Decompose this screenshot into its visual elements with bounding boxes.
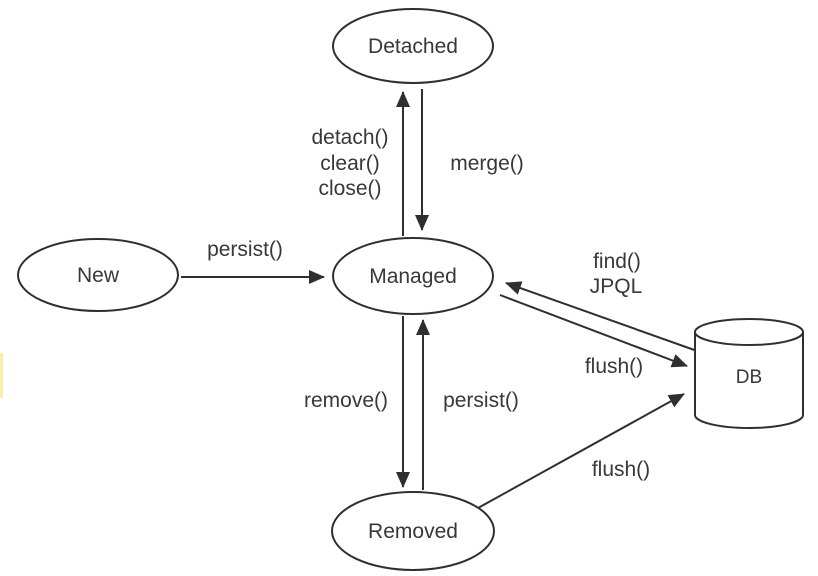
transition-label-jpql: JPQL [590, 275, 643, 298]
transition-managed-to-detached: detach() clear() close() [311, 91, 410, 236]
transition-label-close: close() [318, 177, 381, 200]
transition-label-flush-managed: flush() [585, 355, 643, 378]
state-label-detached: Detached [368, 35, 458, 58]
transition-removed-to-managed: persist() [416, 319, 519, 490]
transition-removed-to-db: flush() [477, 393, 685, 509]
state-label-db: DB [736, 367, 762, 388]
transition-label-detach: detach() [311, 126, 388, 149]
state-node-new: New [17, 238, 179, 312]
transition-label-merge: merge() [450, 152, 524, 175]
transition-managed-to-db: flush() [499, 294, 688, 378]
state-node-detached: Detached [332, 8, 494, 84]
state-node-managed: Managed [332, 237, 494, 315]
transition-managed-to-removed: remove() [304, 316, 410, 488]
transition-detached-to-managed: merge() [415, 89, 524, 231]
transition-new-to-managed: persist() [181, 238, 325, 284]
transition-db-to-managed: find() JPQL [505, 250, 701, 353]
state-label-managed: Managed [369, 265, 457, 288]
database-cylinder: DB [694, 318, 804, 429]
transition-label-remove: remove() [304, 389, 388, 412]
transition-label-flush-removed: flush() [592, 458, 650, 481]
state-node-removed: Removed [331, 491, 495, 571]
state-label-removed: Removed [368, 520, 458, 543]
state-label-new: New [77, 264, 120, 287]
left-edge-highlight [0, 353, 3, 398]
transition-label-find: find() [593, 250, 641, 273]
transition-label-clear: clear() [320, 152, 380, 175]
transition-label-persist-removed: persist() [443, 389, 519, 412]
transition-label-persist-new: persist() [207, 238, 283, 261]
